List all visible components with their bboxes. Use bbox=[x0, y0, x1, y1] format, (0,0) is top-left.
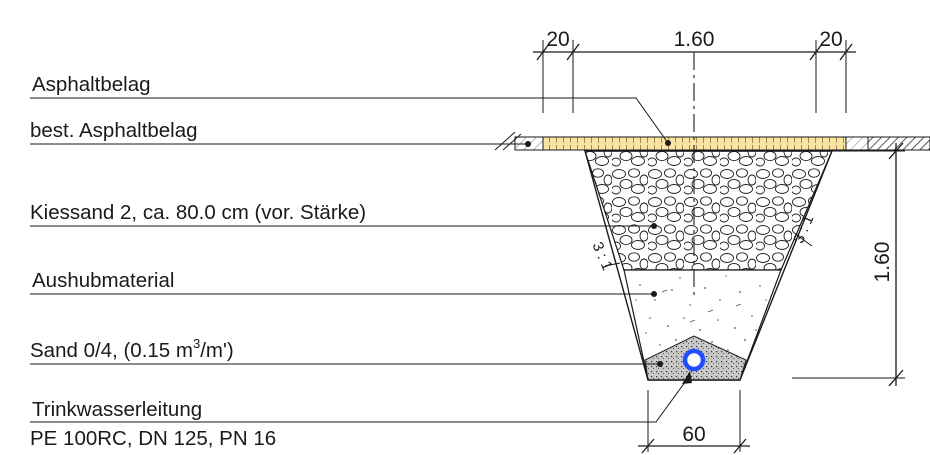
top-dimension-line: 20 1.60 20 bbox=[533, 28, 856, 113]
existing-asphalt-right-hatched bbox=[867, 136, 930, 151]
label-sand-superscript: 3 bbox=[193, 336, 200, 351]
label-excavation: Aushubmaterial bbox=[32, 269, 174, 292]
label-asphalt: Asphaltbelag bbox=[32, 73, 151, 96]
gravel-layer bbox=[584, 150, 833, 271]
excavation-speckles bbox=[635, 275, 767, 361]
slope-left: 3 : 1 bbox=[589, 239, 616, 273]
leader-pipe-arrowhead bbox=[682, 371, 692, 384]
label-sand: Sand 0/4, (0.15 m3/m') bbox=[30, 336, 234, 362]
dim-top-left: 20 bbox=[546, 28, 569, 51]
label-gravel-sand: Kiessand 2, ca. 80.0 cm (vor. Stärke) bbox=[30, 201, 366, 224]
water-pipe bbox=[682, 348, 706, 372]
leader-asphalt bbox=[30, 97, 669, 144]
dim-bottom-width: 60 bbox=[682, 423, 705, 446]
dim-depth: 1.60 bbox=[871, 242, 894, 283]
label-sand-main: Sand 0/4, (0.15 m bbox=[30, 339, 193, 362]
label-sand-tail: /m') bbox=[200, 339, 234, 362]
labels: Asphaltbelag best. Asphaltbelag Kiessand… bbox=[30, 73, 366, 450]
trench-outline bbox=[584, 150, 834, 381]
bottom-dimension: 60 bbox=[638, 390, 750, 454]
dim-top-center: 1.60 bbox=[674, 28, 715, 51]
existing-asphalt-right bbox=[845, 136, 869, 151]
label-pipe-line1: Trinkwasserleitung bbox=[32, 398, 202, 421]
label-existing-asphalt: best. Asphaltbelag bbox=[30, 119, 198, 142]
depth-dimension: 1.60 bbox=[792, 142, 905, 387]
surface bbox=[494, 131, 930, 151]
label-pipe-line2: PE 100RC, DN 125, PN 16 bbox=[30, 427, 276, 450]
trench bbox=[584, 150, 834, 381]
leader-lines bbox=[30, 97, 692, 423]
dim-top-right: 20 bbox=[819, 28, 842, 51]
leader-pipe bbox=[30, 377, 689, 423]
